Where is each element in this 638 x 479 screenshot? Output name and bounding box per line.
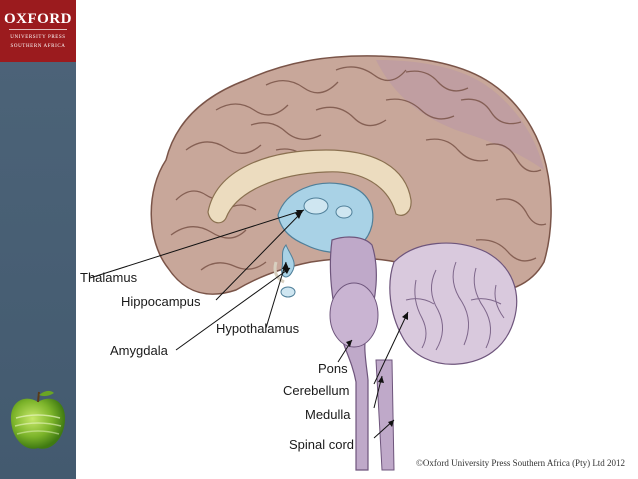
brain-diagram xyxy=(89,55,552,471)
pituitary xyxy=(280,286,296,298)
cerebellum-leader xyxy=(373,311,409,385)
amygdala-leader xyxy=(175,267,291,351)
logo-subtitle-1: UNIVERSITY PRESS xyxy=(10,35,66,40)
logo-subtitle-2: SOUTHERN AFRICA xyxy=(10,44,66,49)
pineal xyxy=(335,205,353,219)
cerebellum-shape xyxy=(389,242,518,365)
brainstem xyxy=(329,236,377,471)
corpus-callosum xyxy=(207,149,412,224)
cerebellum-folia xyxy=(405,261,505,351)
leader-lines xyxy=(89,209,409,439)
sidebar: OXFORD UNIVERSITY PRESS SOUTHERN AFRICA xyxy=(0,0,76,479)
label-hippocampus: Hippocampus xyxy=(121,294,201,309)
spinal-cord xyxy=(375,359,395,471)
ventricle xyxy=(277,182,374,254)
label-pons: Pons xyxy=(318,361,348,376)
logo-rule xyxy=(9,29,67,30)
thalamus-leader xyxy=(89,209,305,279)
pons-shape xyxy=(329,282,379,348)
logo-title: OXFORD xyxy=(4,11,72,27)
label-cerebellum: Cerebellum xyxy=(283,383,350,398)
optic-chiasm xyxy=(273,261,285,284)
label-hypothalamus: Hypothalamus xyxy=(216,321,300,336)
thalamus-nucleus xyxy=(303,197,329,215)
gyri xyxy=(170,66,547,271)
label-thalamus: Thalamus xyxy=(80,270,138,285)
hippocampus-leader xyxy=(215,211,303,301)
apple-icon xyxy=(10,390,66,449)
label-spinal-cord: Spinal cord xyxy=(289,437,355,452)
publisher-logo: OXFORD UNIVERSITY PRESS SOUTHERN AFRICA xyxy=(0,0,76,62)
label-amygdala: Amygdala xyxy=(110,343,168,358)
arrowheads xyxy=(282,210,408,427)
label-medulla: Medulla xyxy=(305,407,351,422)
copyright-notice: ©Oxford University Press Southern Africa… xyxy=(416,458,626,468)
frontal-tint xyxy=(376,60,544,170)
